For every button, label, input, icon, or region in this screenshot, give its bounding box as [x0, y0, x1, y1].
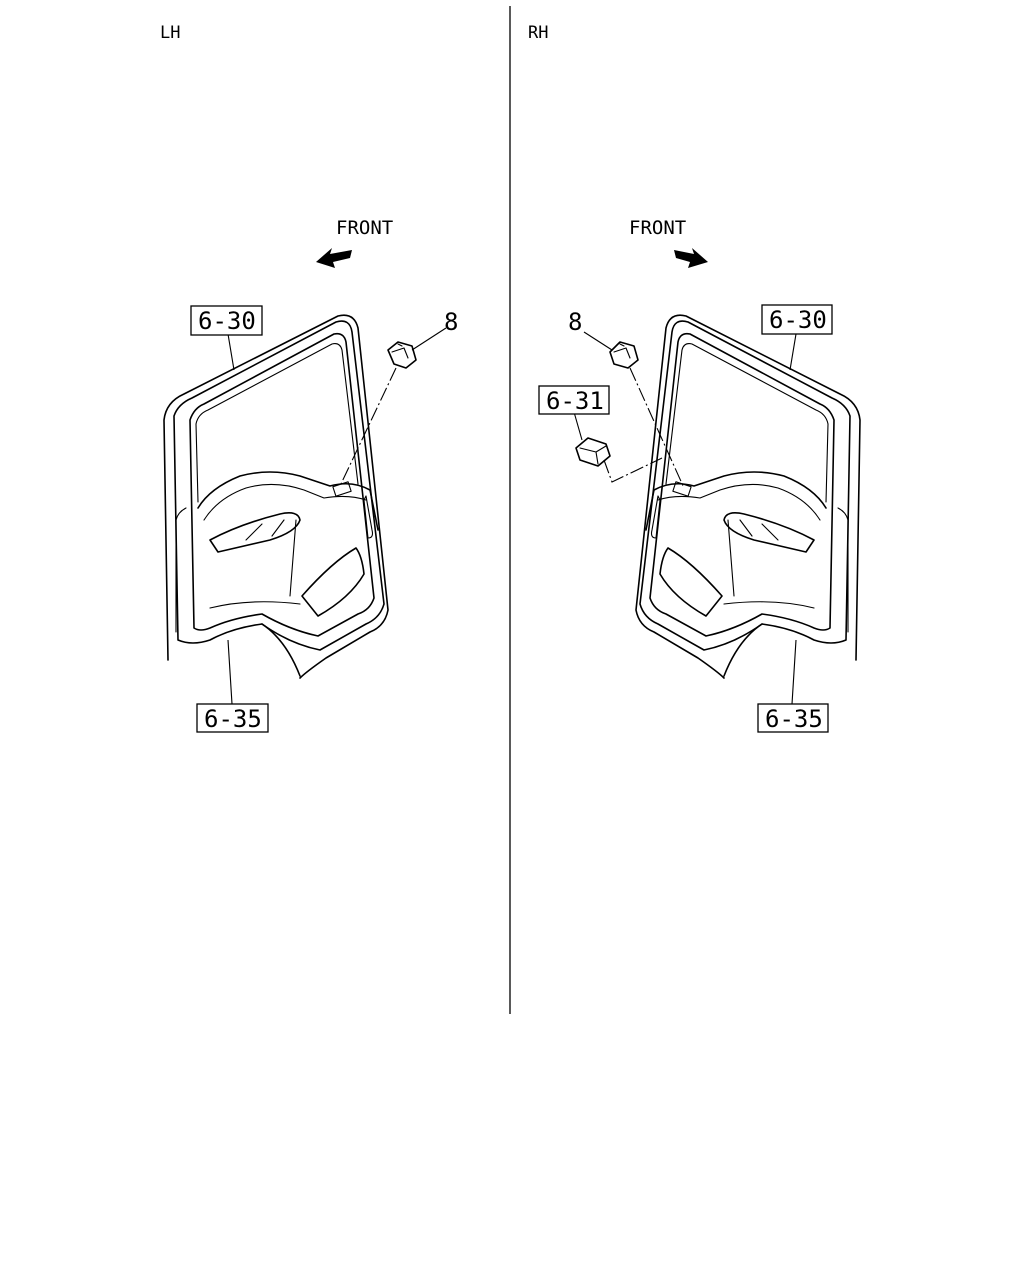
rh-front-arrow-icon [674, 248, 708, 268]
lh-door-assembly [163, 314, 389, 679]
rh-ref-6-31: 6-31 [546, 387, 604, 415]
rh-part-8-clip [609, 341, 639, 369]
lh-part-8-label: 8 [444, 308, 458, 336]
rh-front-label: FRONT [629, 217, 686, 239]
lh-title: LH [160, 23, 180, 43]
lh-ref-6-35: 6-35 [204, 705, 262, 733]
rh-ref-6-35: 6-35 [765, 705, 823, 733]
rh-title: RH [528, 23, 548, 43]
lh-part-8-clip [387, 341, 417, 369]
rh-part-8-label: 8 [568, 308, 582, 336]
rh-door-assembly [635, 314, 861, 679]
rh-ref-6-30: 6-30 [769, 306, 827, 334]
lh-front-arrow-icon [316, 248, 352, 268]
rh-part-6-31-switch [575, 437, 611, 467]
lh-ref-6-30: 6-30 [198, 307, 256, 335]
lh-front-label: FRONT [336, 217, 393, 239]
